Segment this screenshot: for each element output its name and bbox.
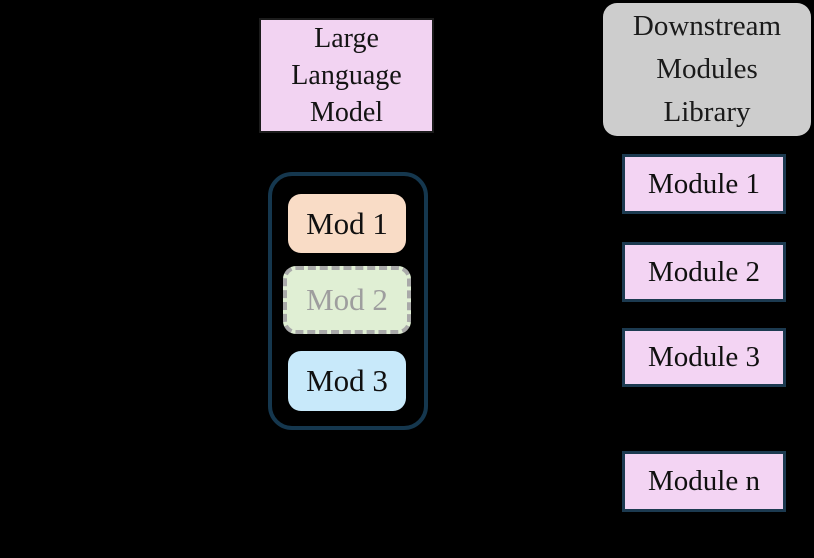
library-module-n: Module n <box>622 451 786 512</box>
workspace-slot-mod-1: Mod 1 <box>288 194 406 253</box>
llm-label-line: Language <box>291 60 402 91</box>
module-workspace-container <box>268 172 428 430</box>
slot-label: Mod 3 <box>306 363 388 398</box>
module-label: Module n <box>648 465 760 497</box>
slot-label: Mod 2 <box>306 282 388 317</box>
large-language-model-box: Large Language Model <box>259 18 434 133</box>
module-label: Module 2 <box>648 255 760 288</box>
library-module-2: Module 2 <box>622 242 786 302</box>
library-title-line: Downstream <box>632 10 782 42</box>
downstream-modules-library-header: Downstream Modules Library <box>603 3 811 136</box>
workspace-slot-mod-3: Mod 3 <box>288 351 406 411</box>
library-title-line: Modules <box>656 53 758 85</box>
llm-label-line: Large <box>314 23 379 54</box>
llm-label-line: Model <box>309 97 384 128</box>
library-module-3: Module 3 <box>622 328 786 387</box>
library-module-1: Module 1 <box>622 154 786 214</box>
module-label: Module 3 <box>648 341 760 373</box>
workspace-slot-mod-2: Mod 2 <box>283 266 411 334</box>
slot-label: Mod 1 <box>306 205 388 241</box>
library-title-line: Library <box>663 96 751 128</box>
module-label: Module 1 <box>648 167 760 200</box>
